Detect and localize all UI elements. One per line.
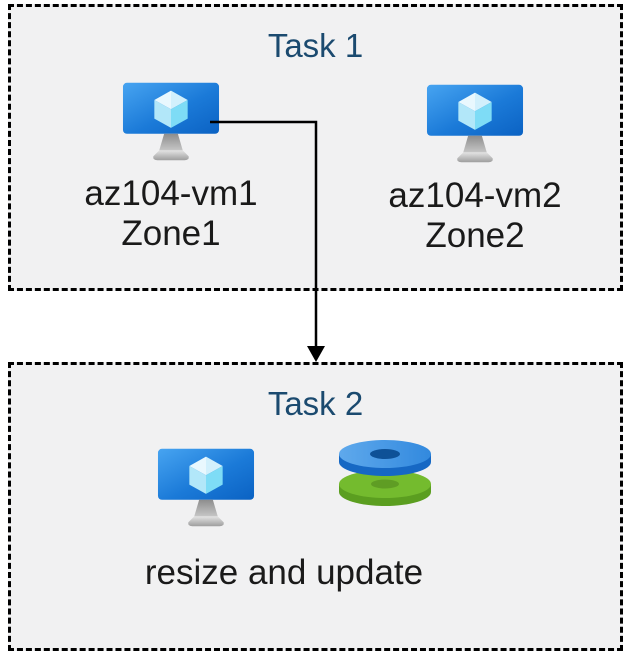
arrowhead-icon — [307, 346, 325, 362]
vm-zone: Zone1 — [121, 214, 221, 253]
virtual-machine-icon — [426, 84, 524, 163]
vm-name: az104-vm2 — [388, 176, 562, 215]
vm-label: az104-vm2 Zone2 — [388, 176, 561, 256]
vm-name: az104-vm1 — [84, 174, 258, 213]
task1-box: Task 1 az104-vm1 Zone1 — [8, 4, 623, 291]
task2-caption: resize and update — [144, 553, 424, 592]
task2-box: Task 2 resize and update — [8, 362, 623, 651]
azure-disks-icon — [339, 440, 431, 506]
vm-label: az104-vm1 Zone1 — [84, 174, 257, 254]
virtual-machine-icon — [157, 448, 255, 527]
vm-group-az104-vm2: az104-vm2 Zone2 — [365, 83, 585, 256]
virtual-machine-icon — [122, 82, 220, 161]
vm-group-az104-vm1: az104-vm1 Zone1 — [61, 81, 281, 254]
task1-title: Task 1 — [267, 27, 364, 64]
task2-title: Task 2 — [267, 385, 364, 422]
vm-zone: Zone2 — [425, 216, 525, 255]
